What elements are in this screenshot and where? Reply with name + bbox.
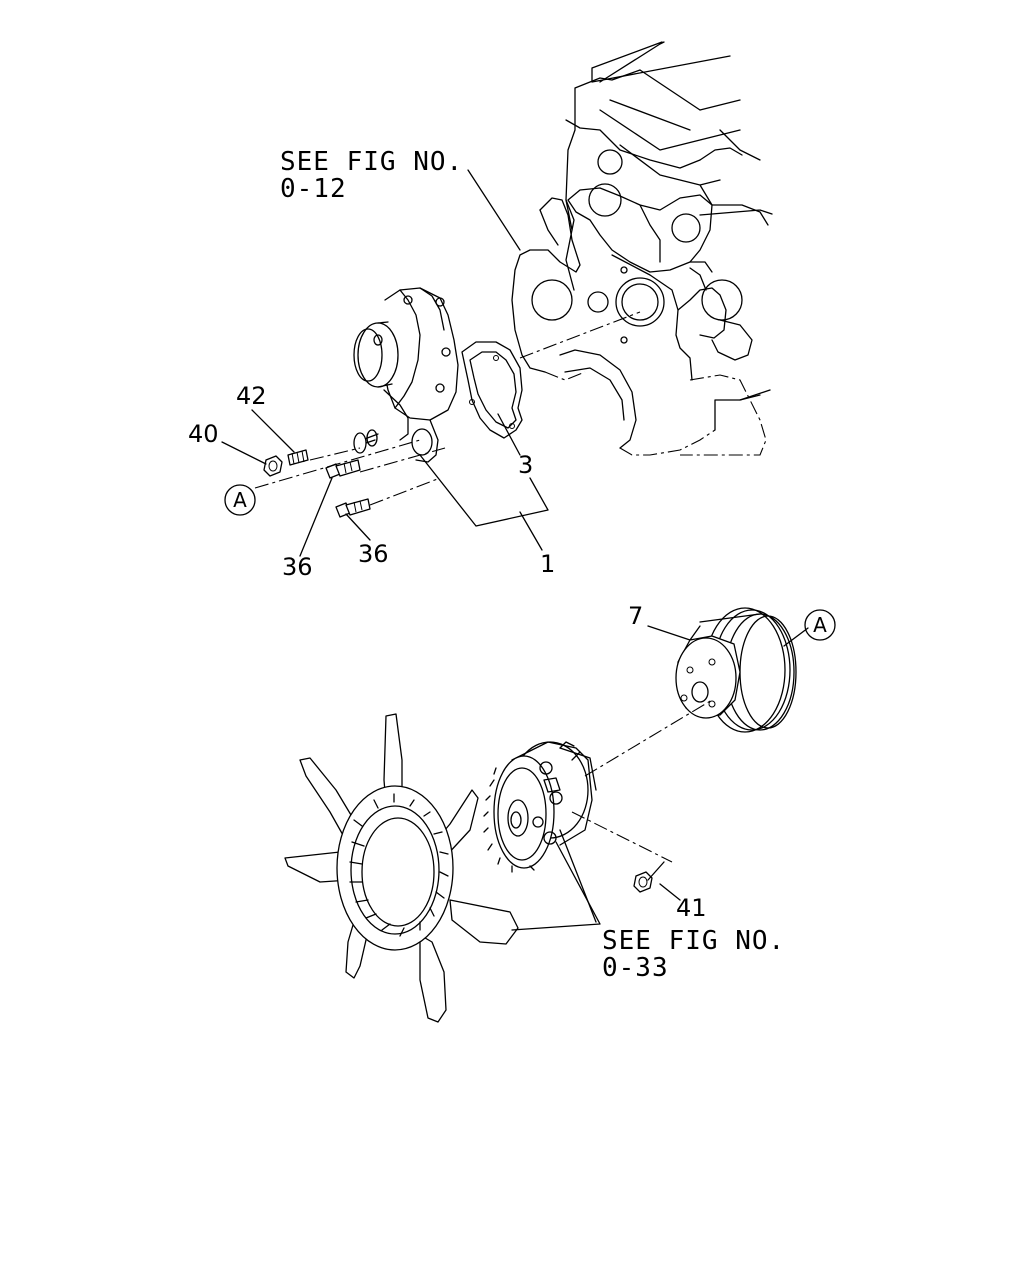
fig-reference-bottom-line1: SEE FIG NO. <box>602 926 785 956</box>
engine-block <box>511 41 773 456</box>
reference-mark-a-bottom: A <box>804 609 836 641</box>
callout-1: 1 <box>540 550 555 578</box>
fan-pulley <box>675 607 797 733</box>
fan-clutch <box>483 741 597 873</box>
callout-36-a: 36 <box>282 553 313 581</box>
callout-41: 41 <box>676 894 707 922</box>
bolt-36-a <box>325 459 361 479</box>
callout-7: 7 <box>628 602 643 630</box>
fig-reference-bottom-line2: 0-33 <box>602 953 669 983</box>
fig-reference-top: SEE FIG NO. 0-12 <box>280 147 463 204</box>
stud-bolt-42 <box>287 449 309 466</box>
nut-41 <box>633 871 653 893</box>
fig-reference-bottom: SEE FIG NO. 0-33 <box>602 926 785 983</box>
gasket <box>461 341 523 439</box>
reference-mark-a-top: A <box>224 484 256 516</box>
fig-reference-top-line1: SEE FIG NO. <box>280 147 463 177</box>
nut-40 <box>263 455 283 477</box>
reference-mark-a-bottom-label: A <box>813 613 827 637</box>
callout-36-b: 36 <box>358 540 389 568</box>
cooling-fan <box>284 713 519 1023</box>
callout-42: 42 <box>236 382 267 410</box>
leader-lines <box>221 169 809 931</box>
callout-3: 3 <box>518 451 533 479</box>
callout-40: 40 <box>188 420 219 448</box>
reference-mark-a-top-label: A <box>233 488 247 512</box>
fig-reference-top-line2: 0-12 <box>280 174 347 204</box>
bolt-36-b <box>335 498 371 518</box>
water-pump <box>353 287 459 463</box>
